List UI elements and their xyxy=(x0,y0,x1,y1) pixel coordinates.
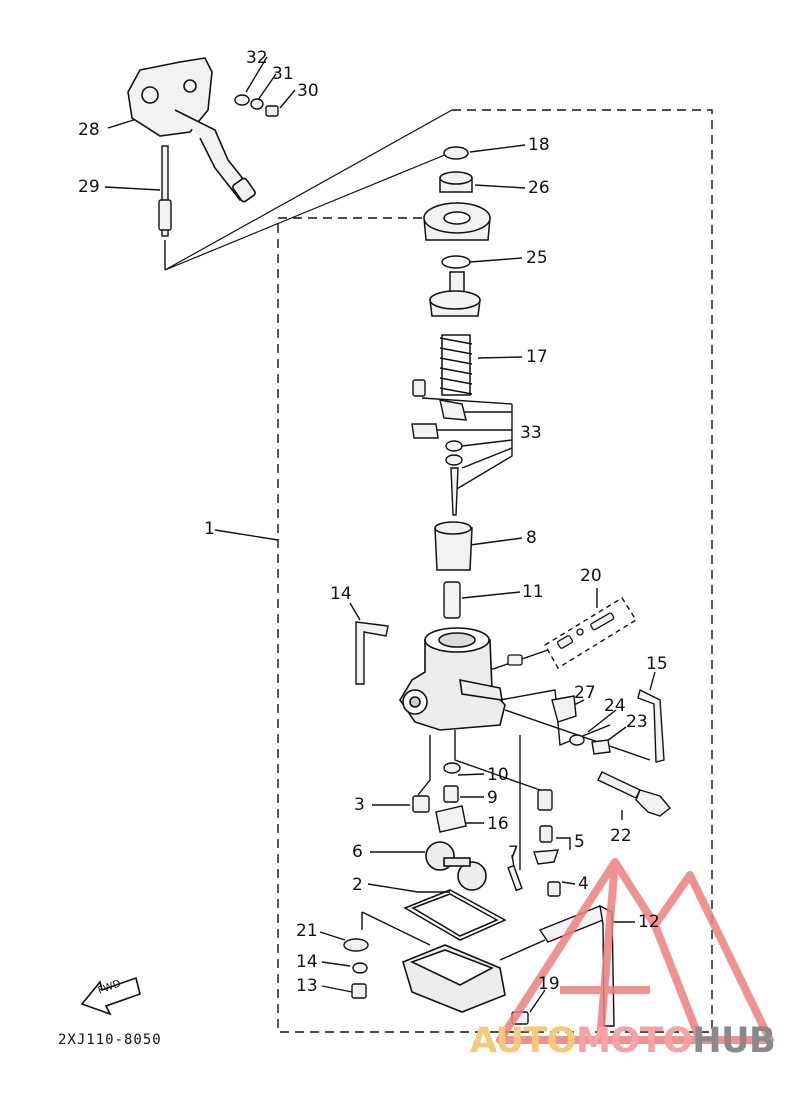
callout-2: 2 xyxy=(352,875,363,895)
callout-16: 16 xyxy=(487,814,509,834)
part-2-gasket xyxy=(403,889,507,941)
callout-3: 3 xyxy=(354,795,365,815)
callout-20: 20 xyxy=(580,566,602,586)
parts-25-27 xyxy=(551,695,611,755)
callout-12: 12 xyxy=(638,912,660,932)
part-6-float xyxy=(425,841,487,891)
callout-6: 6 xyxy=(352,842,363,862)
watermark-auto: AUTO xyxy=(470,1021,577,1061)
callout-15-left: 14 xyxy=(330,584,352,604)
callout-9: 9 xyxy=(487,788,498,808)
callout-15-right: 15 xyxy=(646,654,668,674)
part-20-pilot-screw-set xyxy=(507,612,615,666)
callout-33: 32 xyxy=(246,48,268,68)
callout-13: 13 xyxy=(296,976,318,996)
callout-18: 19 xyxy=(538,974,560,994)
part-15-hoses xyxy=(355,621,665,763)
part-30-adjuster xyxy=(158,145,172,237)
callout-8: 8 xyxy=(526,528,537,548)
callout-25: 23 xyxy=(626,712,648,732)
callout-21: 21 xyxy=(296,921,318,941)
callout-31: 30 xyxy=(297,81,319,101)
parts-13-14-21 xyxy=(343,938,369,999)
watermark-moto: MOTO xyxy=(576,1021,693,1061)
callout-23: 25 xyxy=(526,248,548,268)
fwd-arrow xyxy=(80,976,141,1016)
drawing-code: 2XJ110-8050 xyxy=(58,1032,162,1048)
callout-10: 10 xyxy=(487,765,509,785)
part-29-throttle-housing xyxy=(127,57,256,203)
upper-stack-parts xyxy=(423,146,491,396)
lower-small-parts xyxy=(412,762,561,897)
parts-31-33-fasteners xyxy=(234,94,279,117)
part-8-throttle-valve xyxy=(434,521,473,571)
callout-32: 31 xyxy=(272,64,294,84)
float-bowl xyxy=(402,944,506,1013)
callout-14: 14 xyxy=(296,952,318,972)
callout-29: 28 xyxy=(78,120,100,140)
callout-11: 11 xyxy=(522,582,544,602)
callout-5: 5 xyxy=(574,832,585,852)
callout-4: 4 xyxy=(578,874,589,894)
callout-17: 17 xyxy=(526,347,548,367)
part-22-starter-plunger xyxy=(597,771,671,817)
watermark-logo xyxy=(496,858,774,1044)
callout-1: 1 xyxy=(204,519,215,539)
watermark-text: AUTOMOTOHUB xyxy=(470,1021,776,1061)
callout-22: 22 xyxy=(610,826,632,846)
callout-7: 7 xyxy=(508,843,519,863)
callout-28: 33 xyxy=(520,423,542,443)
assembly-boundary xyxy=(277,109,713,1033)
callout-19: 18 xyxy=(528,135,550,155)
callout-30: 29 xyxy=(78,177,100,197)
callout-26: 24 xyxy=(604,696,626,716)
callout-24: 26 xyxy=(528,178,550,198)
carburetor-body xyxy=(399,627,506,731)
watermark-hub: HUB xyxy=(692,1021,776,1061)
part-28-needle-set xyxy=(411,379,467,516)
part-11-needle-jet xyxy=(443,581,461,619)
callout-27: 27 xyxy=(574,683,596,703)
